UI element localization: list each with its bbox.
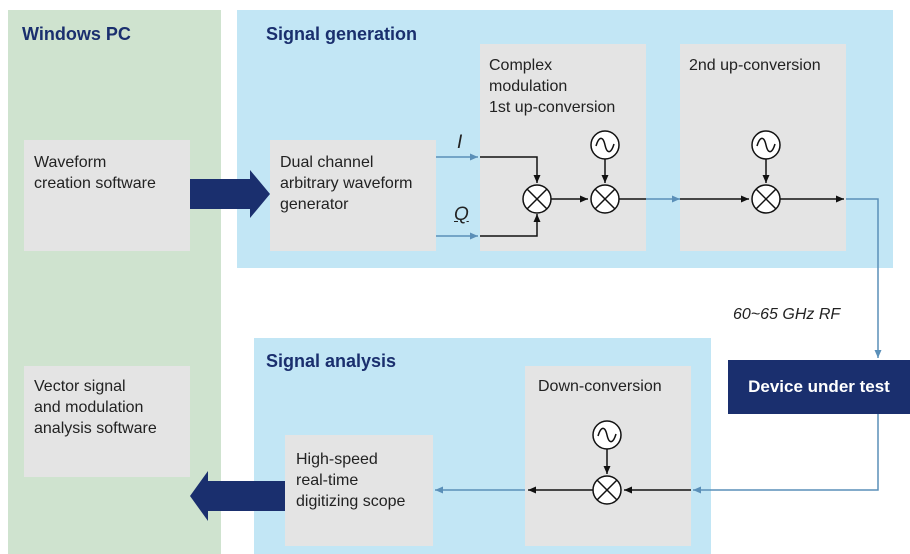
oscillator-2-icon <box>751 130 781 160</box>
windows-pc-title: Windows PC <box>22 24 131 44</box>
rf-frequency-label: 60~65 GHz RF <box>733 306 841 323</box>
mixer-3-icon <box>751 184 781 214</box>
mixer-4-icon <box>592 475 622 505</box>
awg-label: Dual channel arbitrary waveform generato… <box>280 154 413 213</box>
vsa-software-block <box>24 366 190 477</box>
waveform-creation-label: Waveform creation software <box>34 154 156 192</box>
oscillator-1-icon <box>590 130 620 160</box>
waveform-creation-block <box>24 140 190 251</box>
mixer-2-icon <box>590 184 620 214</box>
complex-modulation-label: Complex modulation 1st up-conversion <box>489 57 616 116</box>
down-conversion-label: Down-conversion <box>538 378 662 395</box>
scope-block <box>285 435 433 546</box>
awg-block <box>270 140 436 251</box>
signal-generation-title: Signal generation <box>266 24 418 44</box>
vsa-software-label: Vector signal and modulation analysis so… <box>34 378 157 437</box>
i-label: I <box>457 132 463 153</box>
second-up-conversion-label: 2nd up-conversion <box>689 57 821 74</box>
signal-analysis-title: Signal analysis <box>266 351 397 371</box>
oscillator-3-icon <box>592 420 622 450</box>
scope-label: High-speed real-time digitizing scope <box>296 451 406 510</box>
pc-to-awg-arrow <box>190 170 270 218</box>
mixer-1-icon <box>522 184 552 214</box>
device-under-test: Device under test <box>728 360 910 414</box>
scope-to-pc-arrow <box>190 471 285 521</box>
down-conversion-block <box>525 366 691 546</box>
q-label: Q <box>454 204 469 225</box>
